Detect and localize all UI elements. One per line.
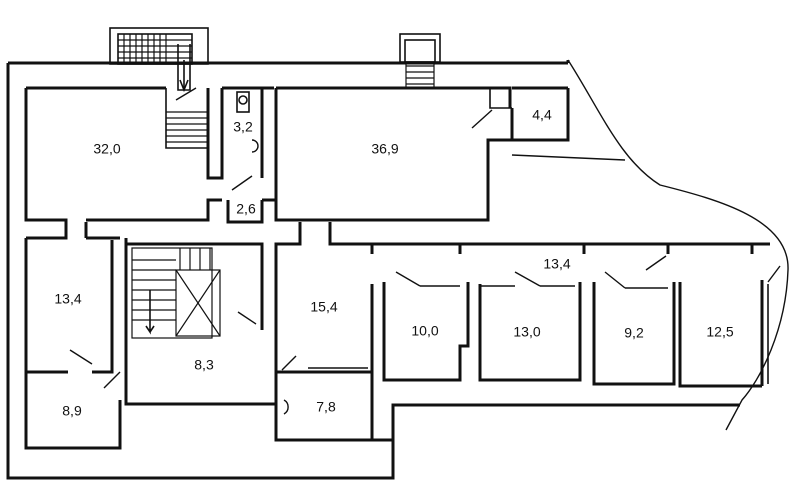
room-area-label: 4,4 [532,107,552,123]
room-area-label: 8,3 [194,357,214,373]
entrance-top-middle [399,33,441,88]
room-area-label: 9,2 [624,325,644,341]
room-area-label: 36,9 [371,141,398,157]
room-area-label: 10,0 [411,323,438,339]
interior-walls [24,86,781,450]
room-area-label: 8,9 [62,403,82,419]
room-area-label: 15,4 [310,299,337,315]
room-area-label: 7,8 [316,399,336,415]
curved-facade [511,59,789,431]
room-area-label: 3,2 [233,119,253,135]
room-area-label: 2,6 [236,201,256,217]
room-area-label: 12,5 [706,324,733,340]
room-labels: 32,0 3,2 36,9 4,4 2,6 13,4 13,4 15,4 10,… [54,107,733,419]
room-area-label: 13,4 [54,291,81,307]
room-area-label: 13,0 [513,324,540,340]
outer-walls [6,60,740,480]
entrance-stair-top-left [109,27,209,93]
room-area-label: 13,4 [543,256,570,272]
room-area-label: 32,0 [93,141,120,157]
